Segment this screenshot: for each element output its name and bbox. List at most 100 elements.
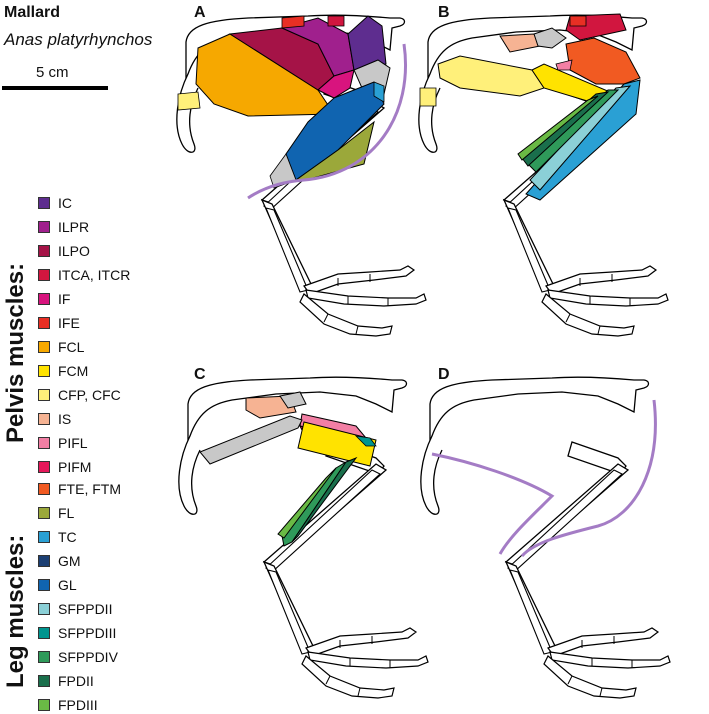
fcm-muscle [297,421,377,467]
legend-item: PIFM [38,458,91,476]
legend-swatch [38,293,50,305]
is-muscle [499,33,541,53]
legend-item: FTE, FTM [38,480,121,498]
legend-label: FCM [58,363,89,379]
ife-muscle [281,15,305,29]
legend-label: GM [58,553,81,569]
legend-label: IC [58,195,72,211]
legend-item: SFPPDIII [38,624,116,642]
legend-swatch [38,413,50,425]
legend-label: FPDII [58,673,94,689]
pifl-muscle [555,59,573,71]
itca-itcr-muscle [327,15,345,27]
legend-item: PIFL [38,434,88,452]
tendon [269,153,297,189]
ife-muscle [569,15,587,27]
tendon [199,415,303,465]
legend-item: FL [38,504,74,522]
legend-label: TC [58,529,77,545]
legend-item: IF [38,290,70,308]
legend-swatch [38,365,50,377]
legend-item: ILPO [38,242,90,260]
panel-b-illustration [418,13,669,337]
fpdiii-muscle [517,95,599,161]
legend-item: TC [38,528,77,546]
tendon [533,27,567,49]
species-scientific-name: Anas platyrhynchos [4,30,153,49]
legend-item: SFPPDIV [38,648,118,666]
legend-swatch [38,675,50,687]
legend-swatch [38,507,50,519]
legend-swatch [38,461,50,473]
panel-d-illustration [420,376,671,699]
legend-label: PIFL [58,435,88,451]
ic-muscle [347,15,387,71]
legend-swatch [38,245,50,257]
legend-label: ILPO [58,243,90,259]
legend-item: GM [38,552,81,570]
legend-item: FCM [38,362,88,380]
fte-ftm-muscle [565,37,641,85]
legend-swatch [38,269,50,281]
panel-label-d: D [438,366,450,383]
legend-swatch [38,437,50,449]
legend-label: FL [58,505,75,521]
legend-label: SFPPDIII [58,625,117,641]
legend-label: SFPPDII [58,601,113,617]
legend-label: ITCA, ITCR [58,267,131,283]
body-outline [520,399,657,558]
legend-item: GL [38,576,77,594]
legend-swatch [38,603,50,615]
legend-swatch [38,627,50,639]
legend-label: IF [58,291,71,307]
legend-item: CFP, CFC [38,386,121,404]
legend-swatch [38,341,50,353]
legend-label: FCL [58,339,85,355]
legend-item: IS [38,410,71,428]
legend-item: IFE [38,314,80,332]
scale-bar-label: 5 cm [36,64,69,81]
sfppdiii-muscle [354,435,377,447]
tendon [279,391,307,409]
legend-label: IS [58,411,72,427]
legend-swatch [38,317,50,329]
legend-label: SFPPDIV [58,649,118,665]
legend-label: GL [58,577,77,593]
cfp-cfc-muscle [177,91,201,111]
legend-swatch [38,389,50,401]
legend-item: ITCA, ITCR [38,266,130,284]
legend-swatch [38,579,50,591]
legend-item: ILPR [38,218,89,236]
fpdii-muscle [291,456,358,543]
legend-item: FCL [38,338,84,356]
scale-bar [2,86,108,90]
legend-label: IFE [58,315,80,331]
species-common-name: Mallard [4,4,61,21]
panel-a-illustration [176,14,427,337]
legend-label: CFP, CFC [58,387,121,403]
body-outline [247,43,407,200]
cfp-cfc-muscle [419,87,437,107]
panel-label-c: C [194,366,206,383]
panel-c-illustration [178,376,429,699]
legend-item: SFPPDII [38,600,112,618]
fpdiii-muscle [277,467,337,539]
legend-item: IC [38,194,72,212]
panel-label-a: A [194,4,206,21]
legend-label: PIFM [58,459,92,475]
legend-label: ILPR [58,219,90,235]
if-muscle [317,69,355,99]
body-outline [431,452,555,555]
panel-label-b: B [438,4,450,21]
legend-item: FPDII [38,672,94,690]
legend-swatch [38,531,50,543]
legend-swatch [38,221,50,233]
legend-label: FTE, FTM [58,481,121,497]
legend-swatch [38,197,50,209]
cfp-cfc-muscle [437,55,545,97]
tc-muscle [373,81,385,103]
legend-swatch [38,483,50,495]
legend-swatch [38,555,50,567]
legend-swatch [38,651,50,663]
